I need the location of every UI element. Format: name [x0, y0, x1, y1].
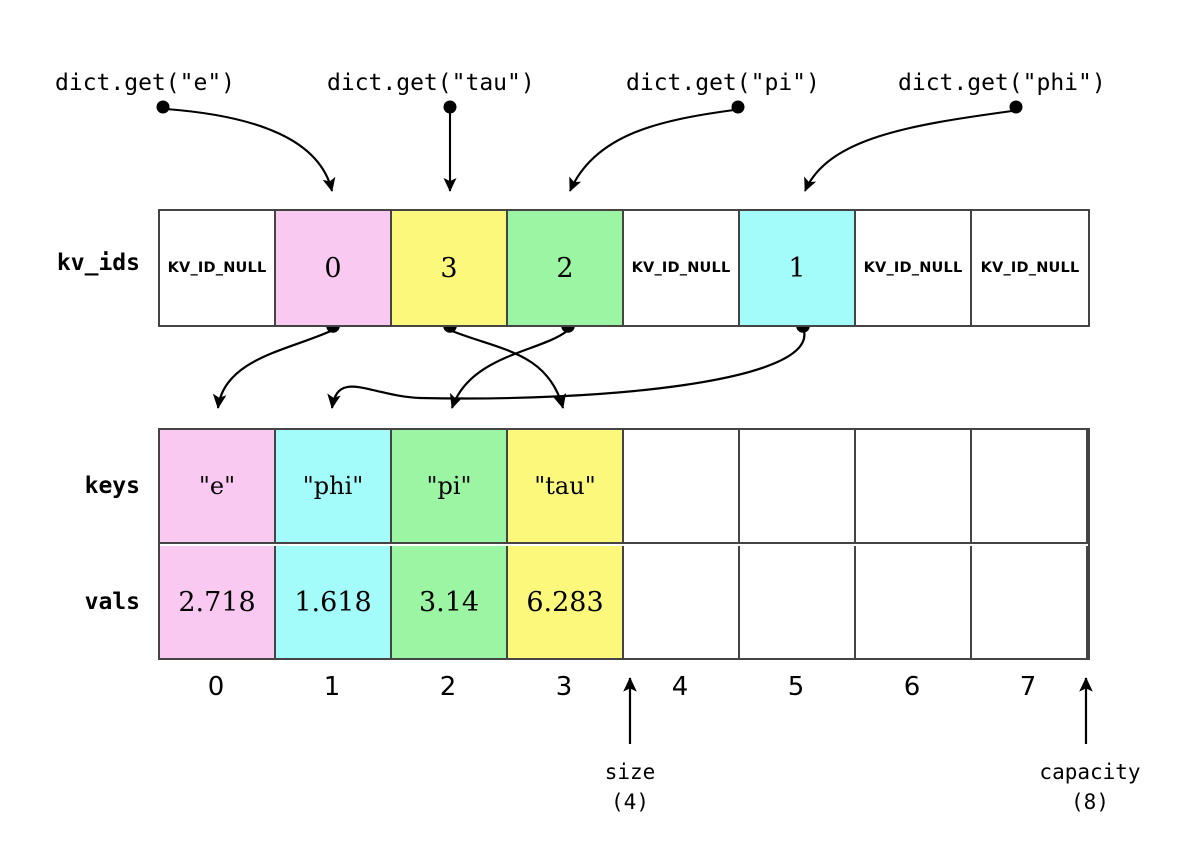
- keys-cell-1-text: "phi": [302, 472, 364, 500]
- kv-ids-table: KV_ID_NULL 0 3 2 KV_ID_NULL 1 KV_ID_NULL KV_ID_…: [158, 209, 1090, 327]
- vals-cell-3[interactable]: 6.283: [508, 546, 624, 658]
- kv-ids-cell-6[interactable]: KV_ID_NULL: [856, 211, 972, 325]
- keys-cell-2[interactable]: "pi": [392, 430, 508, 542]
- vals-cell-2[interactable]: 3.14: [392, 546, 508, 658]
- call-dot-phi: [1009, 100, 1023, 114]
- keys-cell-2-text: "pi": [426, 472, 472, 500]
- kv-ids-cell-4[interactable]: KV_ID_NULL: [624, 211, 740, 325]
- size-pointer-value: (4): [611, 790, 649, 814]
- kv-ids-cell-5[interactable]: 1: [740, 211, 856, 325]
- call-dot-e: [156, 100, 170, 114]
- kv-ids-cell-2[interactable]: 3: [392, 211, 508, 325]
- vals-cell-0[interactable]: 2.718: [160, 546, 276, 658]
- index-tick-5: 5: [787, 672, 805, 702]
- vals-cell-3-text: 6.283: [526, 586, 604, 618]
- keys-row: "e" "phi" "pi" "tau": [160, 430, 1088, 544]
- link-arrow-5-to-1: [327, 330, 806, 409]
- call-arrow-e: [165, 107, 336, 192]
- index-tick-2: 2: [439, 672, 457, 702]
- call-label-e: dict.get("e"): [55, 70, 236, 96]
- index-tick-6: 6: [903, 672, 921, 702]
- link-arrow-2-to-3: [451, 329, 567, 409]
- kv-ids-cell-0[interactable]: KV_ID_NULL: [160, 211, 276, 325]
- vals-cell-7[interactable]: [972, 546, 1088, 658]
- call-label-tau: dict.get("tau"): [327, 70, 535, 96]
- kv-ids-cell-6-text: KV_ID_NULL: [863, 260, 963, 276]
- vals-cell-1-text: 1.618: [294, 586, 372, 618]
- size-pointer-label: size: [604, 760, 656, 784]
- call-dot-pi: [731, 100, 745, 114]
- kv-ids-cell-5-text: 1: [788, 252, 806, 284]
- row-label-keys: keys: [84, 473, 140, 499]
- keys-cell-0[interactable]: "e": [160, 430, 276, 542]
- kv-ids-cell-4-text: KV_ID_NULL: [631, 260, 731, 276]
- capacity-pointer-value: (8): [1071, 790, 1109, 814]
- link-arrow-3-to-2: [449, 330, 568, 409]
- call-arrow-phi: [804, 109, 1013, 192]
- capacity-pointer-label: capacity: [1039, 760, 1141, 784]
- vals-cell-5[interactable]: [740, 546, 856, 658]
- kv-ids-cell-7[interactable]: KV_ID_NULL: [972, 211, 1088, 325]
- keys-cell-1[interactable]: "phi": [276, 430, 392, 542]
- size-pointer-caption: size (4): [560, 760, 700, 814]
- row-label-kv-ids: kv_ids: [56, 250, 140, 276]
- index-tick-4: 4: [671, 672, 689, 702]
- kv-ids-cell-3-text: 2: [556, 252, 574, 284]
- kv-ids-cell-3[interactable]: 2: [508, 211, 624, 325]
- vals-cell-4[interactable]: [624, 546, 740, 658]
- vals-cell-0-text: 2.718: [178, 586, 256, 618]
- vals-cell-6[interactable]: [856, 546, 972, 658]
- kv-ids-cell-2-text: 3: [440, 252, 458, 284]
- kv-ids-cell-1-text: 0: [324, 252, 342, 284]
- call-label-pi: dict.get("pi"): [626, 70, 820, 96]
- keys-cell-4[interactable]: [624, 430, 740, 542]
- call-label-phi: dict.get("phi"): [898, 70, 1106, 96]
- keys-cell-3-text: "tau": [534, 472, 596, 500]
- vals-cell-1[interactable]: 1.618: [276, 546, 392, 658]
- keys-cell-7[interactable]: [972, 430, 1088, 542]
- keys-cell-3[interactable]: "tau": [508, 430, 624, 542]
- call-dot-tau: [443, 100, 457, 114]
- capacity-pointer-caption: capacity (8): [1010, 760, 1170, 814]
- keys-vals-table: "e" "phi" "pi" "tau" 2.718 1.618 3.14 6.283: [158, 428, 1090, 660]
- index-tick-3: 3: [555, 672, 573, 702]
- vals-row: 2.718 1.618 3.14 6.283: [160, 546, 1088, 658]
- row-label-vals: vals: [84, 589, 140, 615]
- vals-cell-2-text: 3.14: [418, 586, 480, 618]
- kv-ids-cell-1[interactable]: 0: [276, 211, 392, 325]
- keys-cell-6[interactable]: [856, 430, 972, 542]
- index-tick-0: 0: [207, 672, 225, 702]
- keys-cell-5[interactable]: [740, 430, 856, 542]
- kv-ids-cell-0-text: KV_ID_NULL: [167, 260, 267, 276]
- call-arrow-pi: [569, 108, 735, 192]
- link-arrow-1-to-0: [212, 329, 334, 409]
- kv-ids-cell-7-text: KV_ID_NULL: [980, 260, 1080, 276]
- index-tick-1: 1: [323, 672, 341, 702]
- index-tick-7: 7: [1019, 672, 1037, 702]
- keys-cell-0-text: "e": [198, 472, 236, 500]
